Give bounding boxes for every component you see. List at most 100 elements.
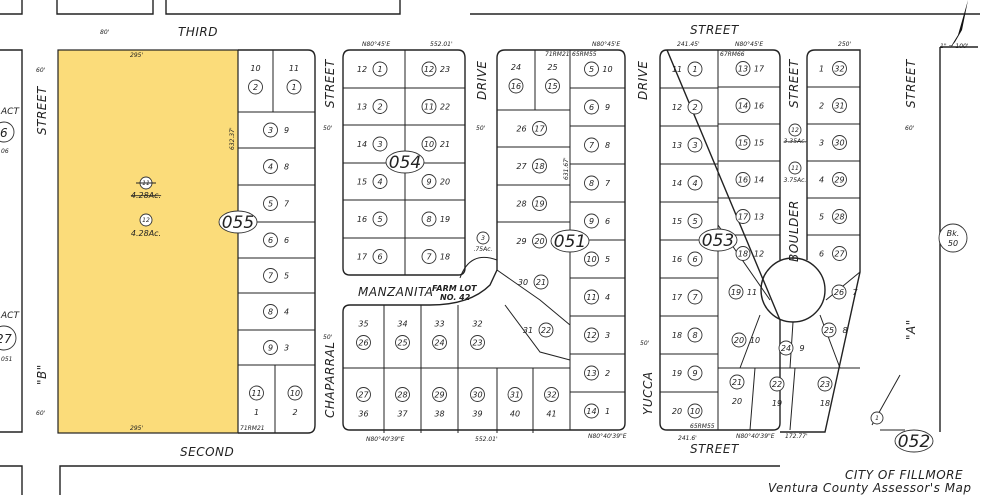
parcel-number-circle — [356, 387, 371, 402]
parcel-b053_west-8[interactable]: 818 — [672, 327, 703, 343]
parcel-boulder_east-27[interactable]: 276 — [819, 246, 847, 261]
parcel-b054-6[interactable]: 617 — [357, 249, 388, 264]
parcel-number: 3 — [692, 141, 697, 150]
parcel-boulder_east-32[interactable]: 321 — [819, 61, 847, 76]
parcel-b054-2[interactable]: 213 — [357, 99, 388, 114]
parcel-b054-3[interactable]: 314 — [357, 136, 388, 152]
parcel-b053_west-3[interactable]: 313 — [672, 137, 703, 153]
parcel-b053_west-7[interactable]: 717 — [672, 289, 703, 305]
svg-text:052: 052 — [898, 432, 930, 452]
parcel-number: 5 — [377, 215, 382, 224]
parcel-number: 32 — [546, 391, 556, 400]
parcel-number-circle — [831, 284, 847, 300]
parcel-number-circle — [584, 175, 599, 191]
parcel-b053_west-2[interactable]: 212 — [672, 99, 703, 115]
parcel-boulder_east-28[interactable]: 285 — [819, 209, 847, 224]
parcel-number-circle — [507, 387, 523, 402]
parcel-b055-11[interactable]: 111 — [249, 385, 264, 417]
parcel-number-circle — [832, 98, 847, 113]
parcel-b055-10[interactable]: 102 — [287, 385, 303, 417]
parcel-b054-5[interactable]: 516 — [357, 211, 388, 227]
parcel-b054-1[interactable]: 112 — [357, 61, 388, 77]
lot-number: 3 — [284, 344, 289, 353]
street-label-boulder: BOULDER — [787, 200, 801, 262]
parcel-b053_west-1[interactable]: 111 — [672, 61, 703, 77]
parcel-number-circle — [470, 387, 485, 402]
parcel-b054-4[interactable]: 415 — [357, 174, 388, 189]
highlighted-parcel-12[interactable] — [57, 49, 239, 434]
parcel-number-circle — [395, 387, 410, 402]
parcel-boulder_east-30[interactable]: 303 — [819, 135, 847, 150]
street-label-chaparral: CHAPARRAL — [323, 341, 337, 418]
parcel-boulder_east-31[interactable]: 312 — [819, 98, 847, 113]
parcel-boulder_east-29[interactable]: 294 — [819, 172, 847, 187]
parcel-b055-2[interactable]: 210 — [248, 64, 263, 95]
lot-number: 1 — [819, 65, 824, 74]
parcel-b053_west-4[interactable]: 414 — [672, 175, 703, 191]
neighbor-tract-label: ACT — [0, 107, 20, 117]
parcel-b055-1[interactable]: 111 — [286, 64, 302, 95]
parcel-b053_west-9[interactable]: 919 — [672, 365, 703, 381]
parcel-b053_west-5[interactable]: 515 — [672, 213, 703, 229]
parcel-b053_west-6[interactable]: 616 — [672, 251, 703, 267]
parcel-052-1[interactable]: 1 — [870, 411, 884, 425]
parcel-number: 22 — [541, 326, 551, 335]
